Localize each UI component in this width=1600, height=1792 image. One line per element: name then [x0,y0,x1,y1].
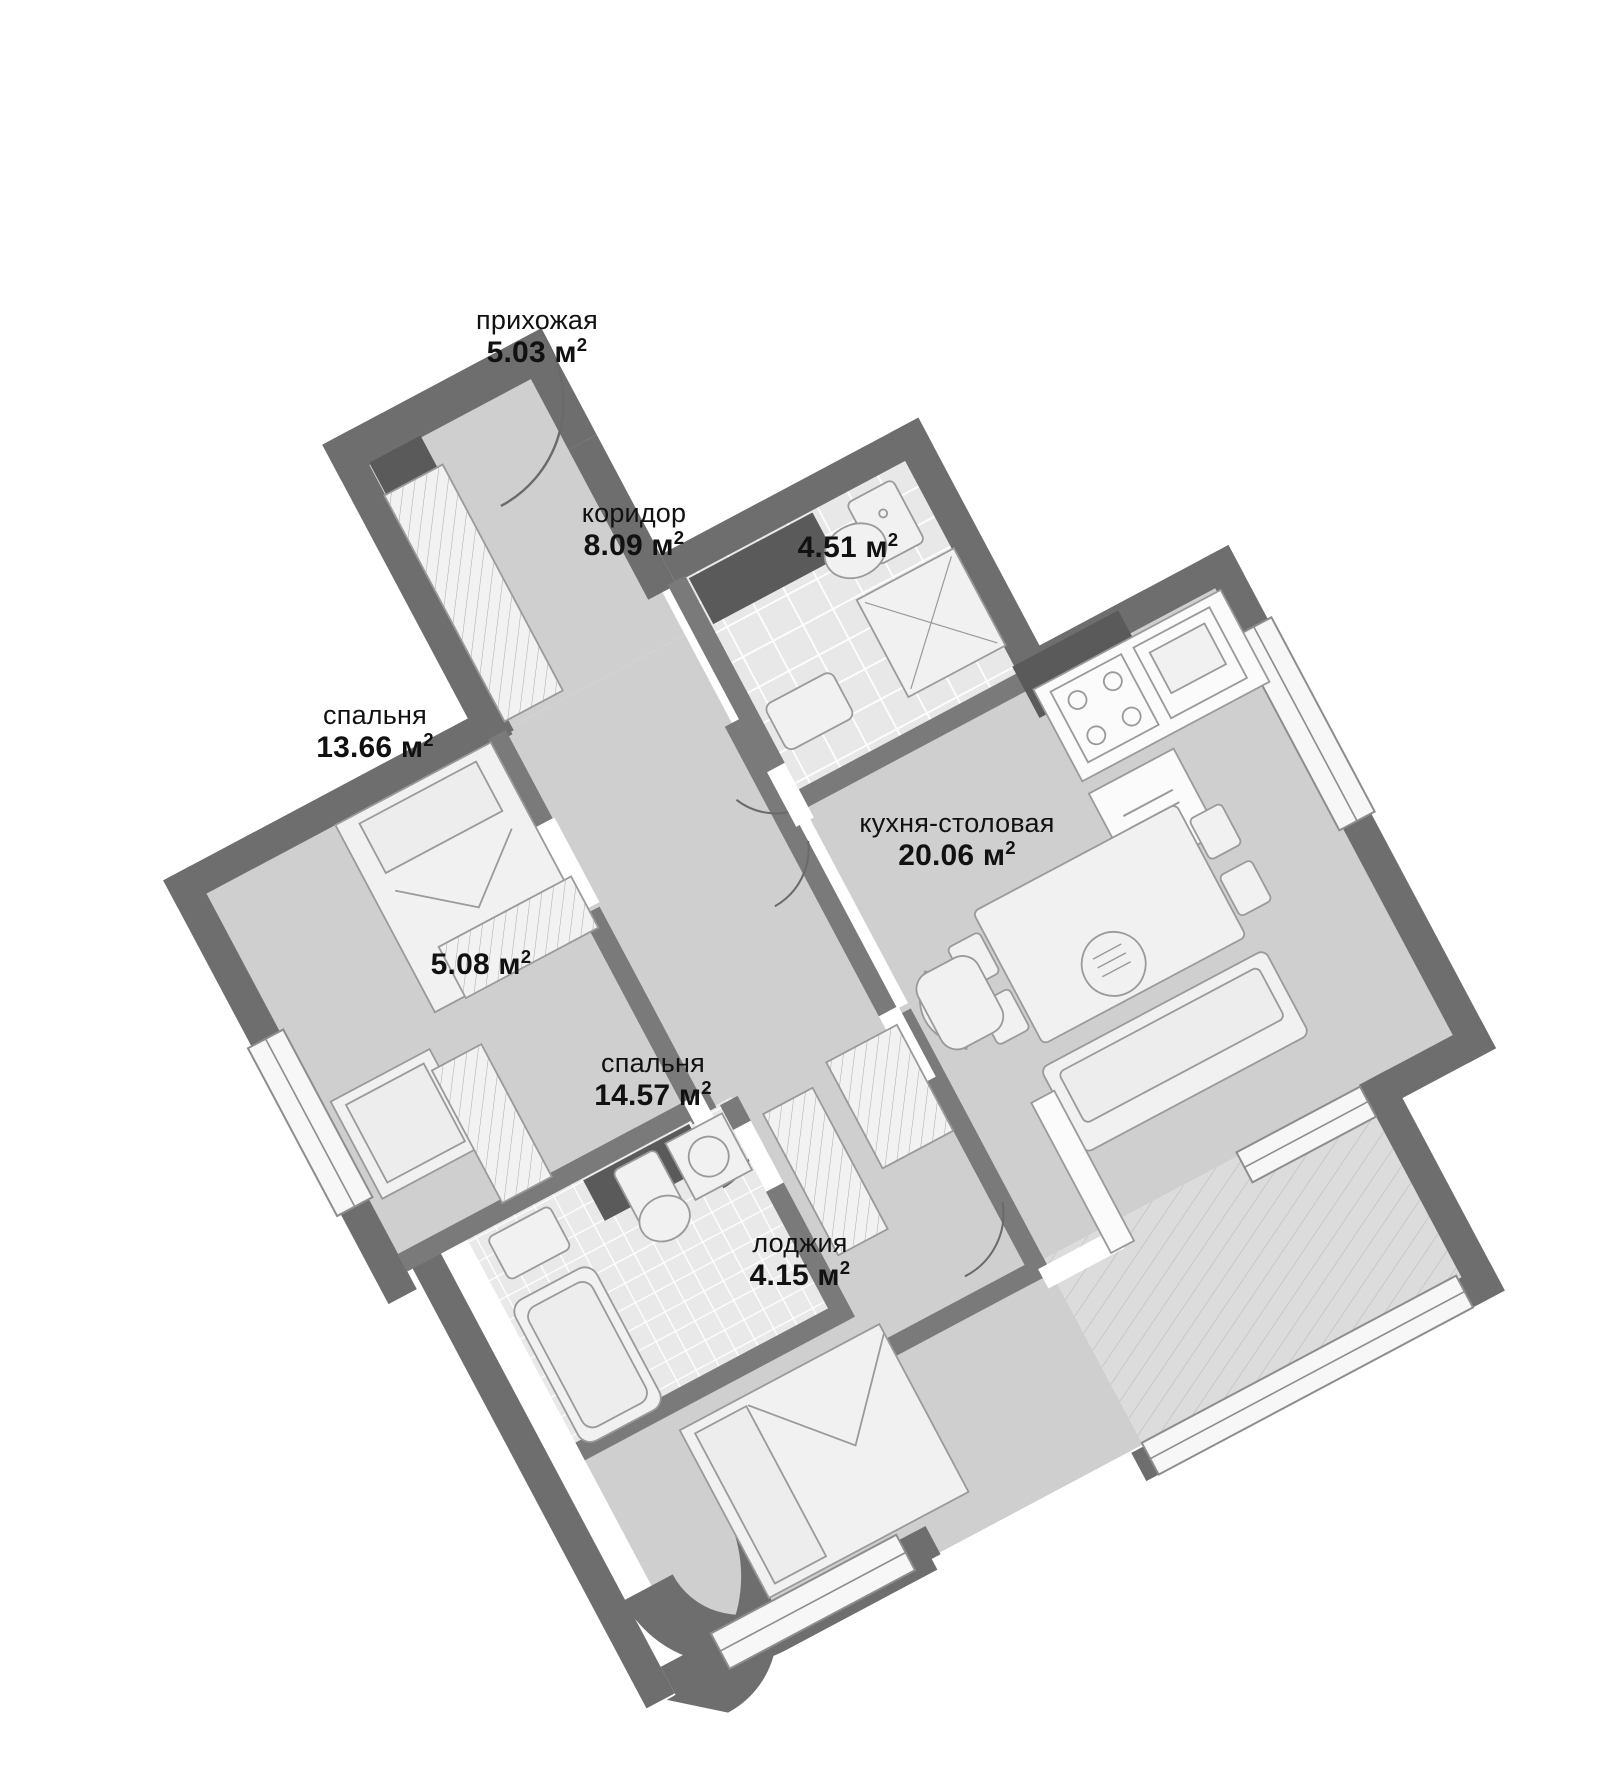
wall-loggia-right [1359,1069,1505,1306]
wall-corridor-left-lower [581,906,711,1125]
window-kitchen-right [1234,615,1377,832]
furniture [329,463,1308,1600]
door-swing-kitchen [774,840,810,908]
wardrobe-bedroom-2 [761,1086,889,1257]
window-kitchen-loggia [1235,1085,1378,1184]
sink-bathroom-1 [765,672,854,751]
sink-kitchen [1132,606,1249,720]
opening-bath2 [733,1120,784,1192]
room-label-bathroom-2: 5.08 м2 [430,946,532,982]
window-bedroom2 [709,1533,917,1671]
window-bedroom1 [246,1028,374,1218]
inner-walls [398,575,1052,1461]
room-name: спальня [601,1048,705,1078]
room-label-bedroom-1: спальня 13.66 м2 [316,700,434,765]
bed-bedroom-2 [678,1322,970,1600]
wall-bedroom1-top [163,701,514,909]
floor-hallway [353,369,685,737]
floor-corridor [494,634,906,1152]
door-swing-bedroom2 [964,1201,1005,1278]
wall-bedroom2-bottom [865,1255,1052,1368]
wall-corridor-left-upper [488,729,563,846]
windows [246,615,1475,1671]
room-name: спальня [323,700,427,730]
wall-bath1-left [667,575,809,817]
plan-rotation-group [163,328,1505,1713]
wall-bedroom1-bottom [398,1089,717,1272]
room-area: 14.57 м2 [594,1077,712,1113]
toilet-bathroom-2 [613,1150,691,1243]
wall-top-hallway [322,329,559,481]
room-label-corridor: коридор 8.09 м2 [582,498,686,563]
closet-bedroom-2 [825,1023,955,1170]
window-loggia-bottom [1140,1274,1475,1476]
wall-bath2-bottom [575,1301,850,1461]
wall-hallway-right [512,328,597,450]
toilet-bathroom-1 [823,480,924,580]
washer-bathroom-2 [664,1112,754,1202]
room-label-kitchen: кухня-столовая 20.06 м2 [859,808,1054,873]
door-leaf-entry [539,328,551,347]
wall-hallway-left [322,429,513,750]
door-swing-entry [500,345,565,508]
opening-bath1 [767,762,814,827]
room-name: коридор [581,498,687,528]
room-name: кухня-столовая [859,808,1055,838]
room-area: 8.09 м2 [583,527,685,563]
wardrobe-bedroom-1 [430,1042,553,1205]
sink-bathroom-2 [488,1206,571,1280]
room-name: прихожая [476,305,598,335]
closet-bath1 [688,512,837,625]
room-label-bedroom-2: спальня 14.57 м2 [594,1048,712,1113]
wardrobe-hallway [383,463,565,723]
wall-left-lower [407,1243,675,1709]
armchair-kitchen [915,955,1005,1051]
opening-bedroom1 [534,817,600,913]
wall-bath1-top [660,417,934,584]
room-label-loggia: лоджия 4.15 м2 [750,1228,851,1293]
room-area: 20.06 м2 [898,837,1016,873]
closet-hallway [369,435,441,500]
room-area: 5.08 м2 [430,946,532,981]
closet-bedroom-1 [437,875,600,1000]
opening-loggia [1038,1228,1125,1289]
bathtub-bathroom-2 [513,1266,662,1443]
side-table-kitchen [1080,931,1147,997]
room-area: 13.66 м2 [316,729,434,765]
room-area: 4.51 м2 [797,529,899,564]
room-area: 5.03 м2 [486,334,588,370]
wall-bath1-right [890,417,1055,689]
wall-bath1-bottom [781,667,1038,817]
room-label-hallway: прихожая 5.03 м2 [476,305,598,370]
room-area: 4.15 м2 [749,1257,851,1293]
wall-corridor-right-lower [724,717,903,1027]
floor-loggia [1044,1076,1490,1449]
radiator-kitchen [1030,1089,1136,1255]
shower-bathroom-1 [855,547,1007,699]
room-label-bathroom-1: 4.51 м2 [797,529,899,565]
room-name: лоджия [752,1228,848,1258]
stove-kitchen [1049,652,1160,764]
wall-corridor-right-upper [568,434,677,600]
